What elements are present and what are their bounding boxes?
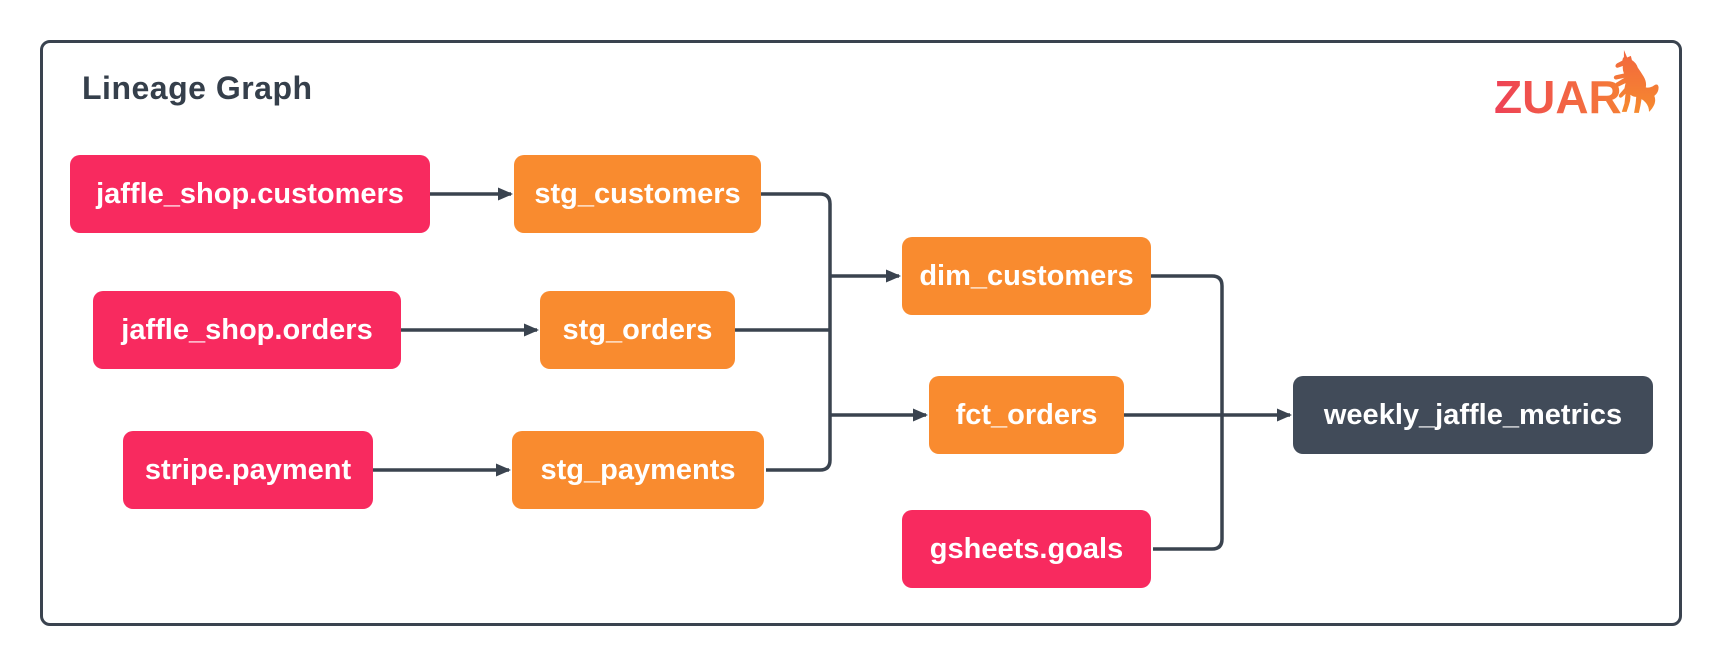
node-weekly-jaffle-metrics[interactable]: weekly_jaffle_metrics xyxy=(1293,376,1653,454)
node-stg-orders[interactable]: stg_orders xyxy=(540,291,735,369)
node-label: jaffle_shop.orders xyxy=(121,313,373,346)
node-label: stripe.payment xyxy=(144,453,352,486)
node-fct-orders[interactable]: fct_orders xyxy=(929,376,1124,454)
page-title: Lineage Graph xyxy=(82,70,313,106)
node-gsheets-goals[interactable]: gsheets.goals xyxy=(902,510,1151,588)
zuar-logo-text: ZUAR xyxy=(1494,71,1622,123)
unicorn-icon xyxy=(1613,50,1659,113)
node-stg-customers[interactable]: stg_customers xyxy=(514,155,761,233)
node-label: stg_orders xyxy=(562,313,713,346)
edge-trunk-right xyxy=(1151,274,1224,551)
node-label: fct_orders xyxy=(955,398,1098,431)
node-label: weekly_jaffle_metrics xyxy=(1323,398,1623,431)
node-stg-payments[interactable]: stg_payments xyxy=(512,431,764,509)
node-label: dim_customers xyxy=(919,259,1134,292)
node-stripe-payment[interactable]: stripe.payment xyxy=(123,431,373,509)
node-label: stg_customers xyxy=(534,177,741,210)
node-label: jaffle_shop.customers xyxy=(96,177,404,210)
node-label: gsheets.goals xyxy=(929,532,1124,565)
zuar-logo: ZUAR xyxy=(1494,48,1666,123)
node-jaffle-shop-orders[interactable]: jaffle_shop.orders xyxy=(93,291,401,369)
node-dim-customers[interactable]: dim_customers xyxy=(902,237,1151,315)
node-label: stg_payments xyxy=(540,453,736,486)
node-jaffle-shop-customers[interactable]: jaffle_shop.customers xyxy=(70,155,430,233)
edge-trunk-left xyxy=(761,192,832,472)
